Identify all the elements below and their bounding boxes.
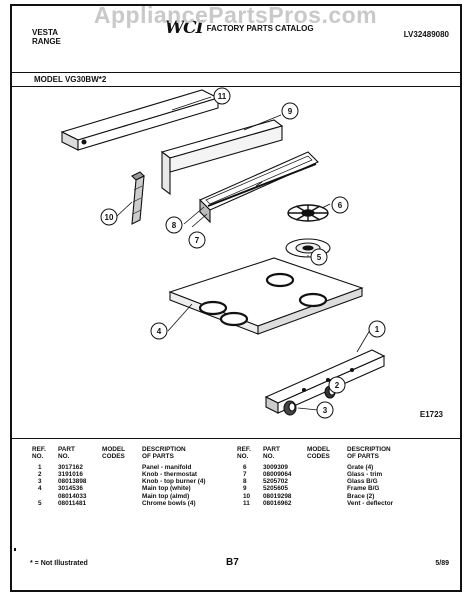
callout-9: 9: [288, 107, 293, 116]
callout-7: 7: [195, 236, 200, 245]
diagram-code: E1723: [419, 410, 443, 419]
part-burner-knob: [283, 400, 297, 416]
brand-line-2: RANGE: [32, 37, 61, 46]
model-number: MODEL VG30BW*2: [12, 72, 460, 87]
scan-speck: [14, 548, 16, 551]
catalog-date: 5/89: [435, 560, 449, 567]
catalog-title: FACTORY PARTS CATALOG: [206, 24, 314, 33]
part-grate: [287, 204, 329, 222]
catalog-header: WCI FACTORY PARTS CATALOG: [165, 18, 314, 38]
part-vent-deflector: [60, 89, 220, 151]
callout-3: 3: [323, 406, 328, 415]
exploded-parts-diagram: 11 9 6 5 4 1 2 3 7 8 10: [60, 87, 386, 419]
part-main-top: [168, 257, 364, 335]
callout-11: 11: [218, 92, 227, 101]
callout-6: 6: [338, 201, 343, 210]
callout-10: 10: [105, 213, 114, 222]
callout-5: 5: [317, 253, 322, 262]
wci-logo: WCI: [165, 18, 204, 38]
brand-label: VESTA RANGE: [32, 28, 61, 46]
not-illustrated-note: * = Not Illustrated: [30, 560, 88, 567]
callout-2: 2: [335, 381, 340, 390]
callout-4: 4: [157, 327, 162, 336]
table-divider: [12, 438, 460, 439]
document-number: LV32489080: [403, 30, 449, 39]
part-backguard-glass: [199, 151, 319, 224]
part-frame: [160, 119, 284, 196]
page-number: B7: [226, 557, 239, 568]
brand-line-1: VESTA: [32, 28, 59, 37]
callout-1: 1: [375, 325, 380, 334]
part-brace: [131, 171, 145, 225]
callout-8: 8: [172, 221, 177, 230]
